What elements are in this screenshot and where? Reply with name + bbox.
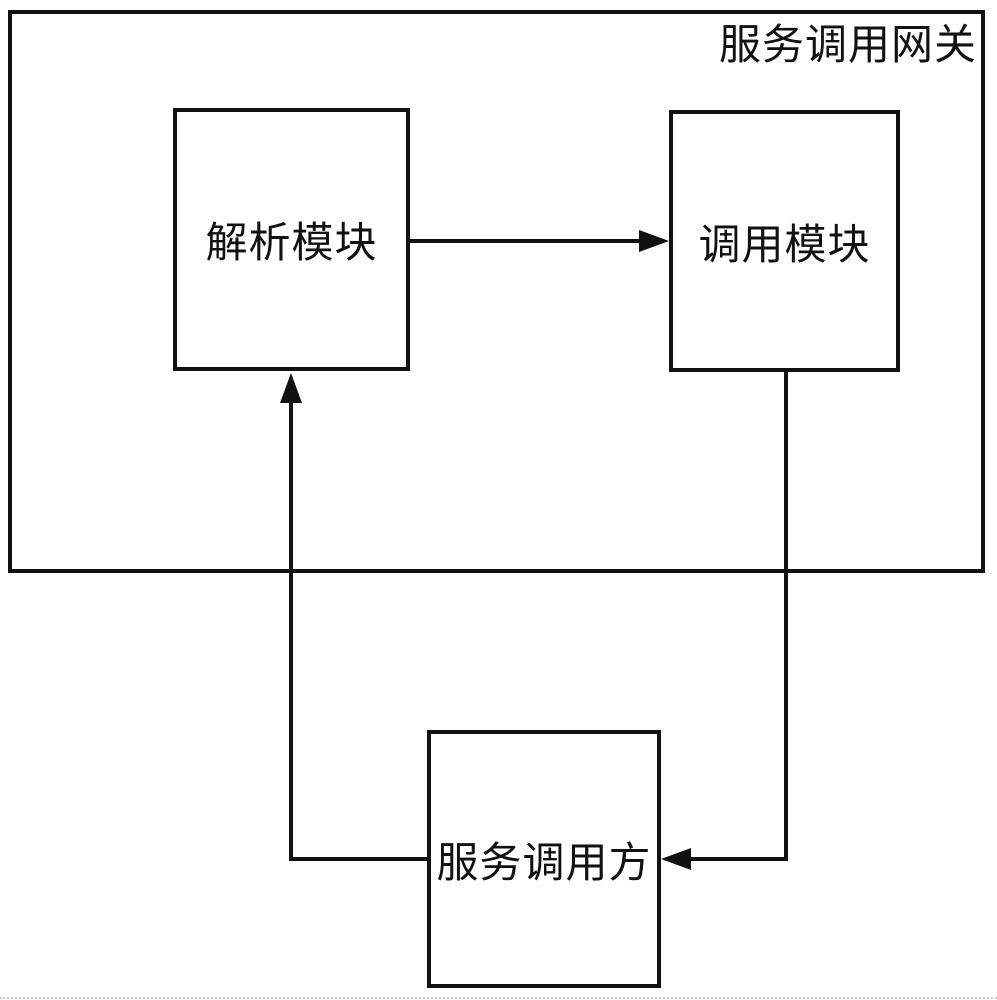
arrowhead-right-icon <box>639 230 669 252</box>
service-caller-label: 服务调用方 <box>436 837 652 887</box>
scan-artifact-line <box>0 997 997 999</box>
node-invocation-module: 调用模块 <box>669 110 900 372</box>
arrow-shaft <box>289 857 427 861</box>
arrow-shaft <box>784 372 788 861</box>
arrow-shaft <box>690 857 788 861</box>
node-parsing-module: 解析模块 <box>173 108 410 371</box>
parsing-module-label: 解析模块 <box>205 218 378 267</box>
gateway-title: 服务调用网关 <box>718 20 977 69</box>
invocation-module-label: 调用模块 <box>698 219 871 269</box>
gateway-container: 服务调用网关 解析模块 调用模块 <box>8 10 985 573</box>
arrowhead-left-icon <box>661 848 691 870</box>
arrow-shaft <box>289 400 293 861</box>
node-service-caller: 服务调用方 <box>427 730 661 988</box>
arrow-shaft <box>410 239 641 243</box>
arrowhead-up-icon <box>280 373 302 403</box>
